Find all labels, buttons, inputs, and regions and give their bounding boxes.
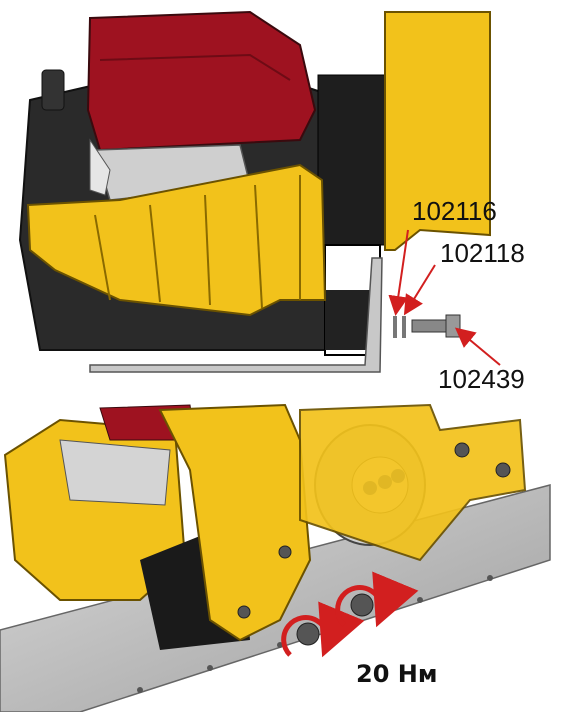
- fuel-tank: [86, 10, 317, 152]
- bottom-panel: 20 Нм: [0, 403, 551, 712]
- leader-arrow-icon: [388, 229, 409, 316]
- bolt-102439: [411, 314, 461, 338]
- base-plate: [89, 257, 383, 373]
- rotation-arrow-icon: [281, 601, 365, 658]
- washer-102118: [402, 316, 406, 338]
- yellow-guard: [26, 163, 327, 317]
- yellow-right-bracket: [299, 403, 527, 562]
- yellow-main-plate: [158, 403, 312, 642]
- torque-label: 20 Нм: [356, 660, 437, 688]
- leader-arrow-icon: [403, 264, 436, 316]
- leader-arrow-icon: [454, 327, 501, 366]
- part-label-102439: 102439: [438, 364, 525, 394]
- top-panel: 102116 102118 102439: [18, 10, 525, 394]
- washer-102116: [393, 316, 397, 338]
- part-label-102118: 102118: [440, 238, 525, 268]
- pulley-housing: [317, 74, 389, 246]
- yellow-side-plate: [384, 11, 491, 251]
- part-label-102116: 102116: [412, 196, 497, 226]
- rotation-arrow-icon: [335, 571, 419, 628]
